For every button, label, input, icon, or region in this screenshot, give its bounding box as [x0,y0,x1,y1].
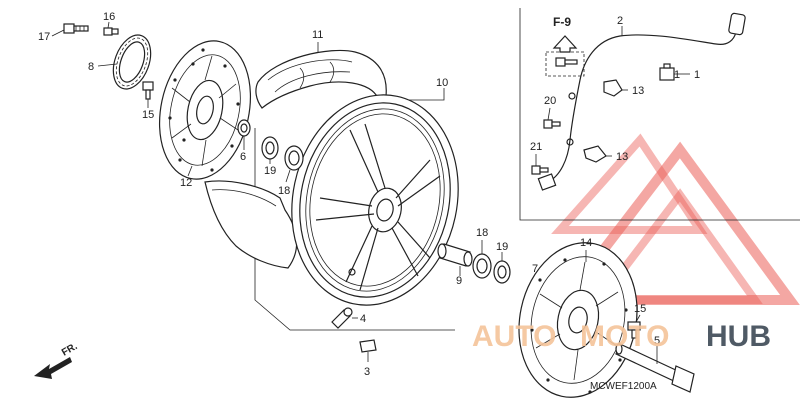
tire-11 [255,49,387,109]
mudguard-fragment [204,180,298,269]
bearing-18-right [472,253,492,279]
front-axle-5 [615,343,695,393]
callout-18-left: 18 [278,185,290,197]
bolt-16 [103,27,119,36]
leader-8 [97,63,118,67]
section-ref-label: F-9 [553,15,571,29]
bearing-18-left [284,145,304,171]
bolt-17 [63,23,89,34]
leader-10 [400,88,445,101]
callout-15-right: 15 [634,303,646,315]
callout-14: 14 [580,237,592,249]
front-direction-label: FR. [60,341,80,359]
watermark-text-part3: HUB [706,320,771,353]
callout-9: 9 [456,275,462,287]
callout-6: 6 [240,151,246,163]
callout-5: 5 [654,335,660,347]
wheel-rim-10 [291,94,459,306]
leader-16 [107,21,110,29]
watermark-text-part1: AUTO [472,320,556,353]
callout-7: 7 [532,263,538,275]
callout-10: 10 [436,77,448,89]
watermark-text-part2: MOTO [580,320,669,353]
collar-6 [237,119,251,137]
balance-weight-3 [359,339,377,353]
pulser-ring-8 [112,34,152,90]
callout-17: 17 [38,31,50,43]
watermark-logo-graphic [551,133,800,305]
callout-4: 4 [360,313,366,325]
dust-seal-19-left [261,136,279,160]
section-ref-box [545,51,585,77]
diagram-code: MCWEF1200A [590,381,657,392]
watermark-text: AUTO MOTO HUB [472,320,771,353]
callout-20: 20 [544,95,556,107]
sensor-section-border [519,8,800,221]
callout-15-left: 15 [142,109,154,121]
leader-18-left [285,169,291,183]
callout-2: 2 [617,15,623,27]
distance-collar-9 [437,243,473,267]
brake-disc-right-14 [518,242,638,398]
wire-clamp-13-lower [583,145,607,163]
callout-12: 12 [180,177,192,189]
callout-13-lower: 13 [616,151,628,163]
bolt-20 [543,119,561,129]
tire-valve-4 [331,307,353,329]
front-direction-arrow-icon [34,357,72,379]
callout-21: 21 [530,141,542,153]
brake-disc-left-12 [158,40,252,180]
callout-16: 16 [103,11,115,23]
callout-13-upper: 13 [632,85,644,97]
callout-19-right: 19 [496,241,508,253]
callout-8: 8 [88,61,94,73]
bolt-15-left [142,81,154,100]
sensor-clamp-1 [659,63,675,81]
wire-clamp-13-upper [603,79,623,97]
callout-1: 1 [674,69,680,81]
bolt-15-right [627,321,641,339]
callout-1-label: 1 [694,69,700,81]
bolt-f9 [555,57,578,67]
callout-3: 3 [364,366,370,378]
leader-15-right [635,314,641,323]
wheel-speed-sensor-2 [537,12,746,191]
dust-seal-19-right [493,260,511,284]
leader-20 [547,107,551,121]
section-ref-arrow-icon [552,35,578,53]
callout-19-left: 19 [264,165,276,177]
leader-17 [51,29,65,37]
callout-11: 11 [312,29,323,41]
callout-18-right: 18 [476,227,488,239]
leader-12 [187,165,193,177]
bolt-21 [531,165,549,175]
